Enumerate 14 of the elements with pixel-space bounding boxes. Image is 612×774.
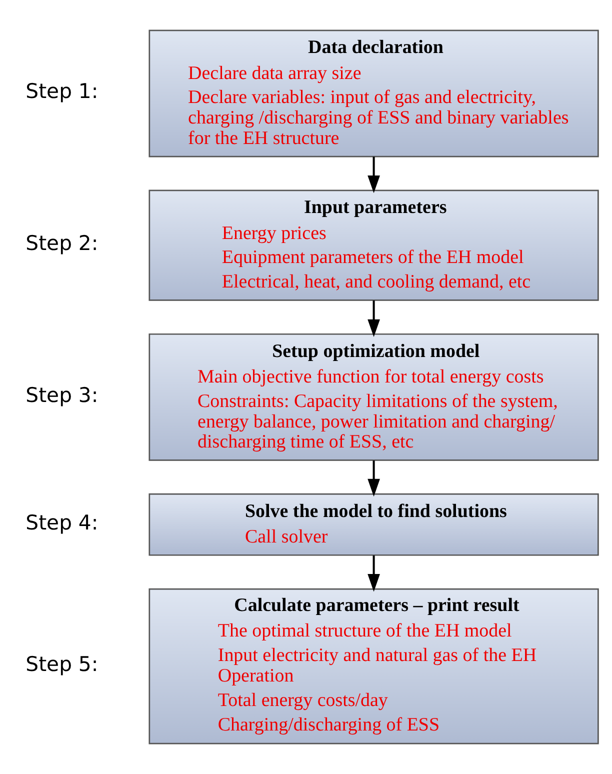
- node-label: Step 4:: [26, 510, 98, 534]
- node-box: Input parameters Energy prices Equipment parameters of the EH model Electrical, heat, and cooling demand, etc: [148, 190, 599, 301]
- node-box: Setup optimization model Main objective function for total energy costs Constraints: Capacity limitations of the system, energy balance, power limitation and charging/ discharging time of ESS, etc: [148, 333, 599, 461]
- node-label: Step 1:: [26, 79, 98, 104]
- node-box: Solve the model to find solutions Call solver: [148, 493, 599, 556]
- node-label: Step 5:: [26, 652, 98, 676]
- node-label: Step 3:: [26, 382, 98, 407]
- node-box: Calculate parameters – print result The optimal structure of the EH model Input electricity and natural gas of the EH Operation Total energy costs/day Charging/discharging of ESS: [148, 588, 599, 744]
- arrow: [368, 156, 380, 194]
- arrow: [368, 300, 380, 338]
- arrow: [368, 555, 380, 592]
- arrow: [368, 460, 380, 497]
- node-label: Step 2:: [26, 231, 98, 256]
- node-box: Data declaration Declare data array size Declare variables: input of gas and electricity, charging /discharging of ESS and binary variables for the EH structure: [148, 30, 599, 158]
